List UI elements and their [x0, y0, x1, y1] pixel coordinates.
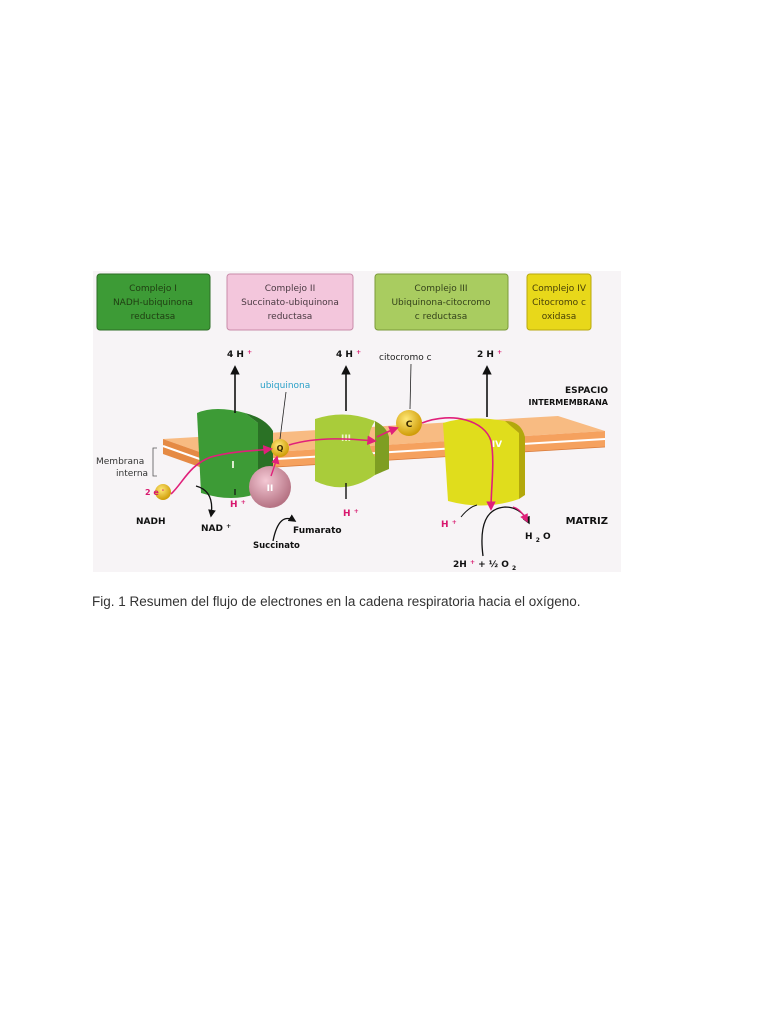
h2-plus: +	[497, 349, 502, 356]
proton-arrows	[230, 365, 492, 499]
box-4-subtitle: Citocromo c	[532, 298, 586, 308]
complex-II-shape: II	[249, 466, 291, 508]
figure-caption: Fig. 1 Resumen del flujo de electrones e…	[92, 594, 581, 609]
box-2-subtitle: Succinato-ubiquinona	[241, 298, 339, 308]
svg-text:H 2 O: H 2 O	[525, 532, 551, 545]
svg-text:H +: H +	[441, 519, 457, 530]
h-matrix-1: H	[230, 500, 238, 510]
h2o-sub: 2	[536, 537, 540, 544]
nad-plus: +	[226, 523, 231, 530]
h2o-h: H	[525, 532, 533, 542]
h4-mid-plus: +	[356, 349, 361, 356]
h2o-o: O	[543, 532, 551, 542]
box-3-subtitle-2: c reductasa	[415, 312, 467, 322]
electron-path-2	[270, 455, 280, 477]
electron-path-1	[170, 445, 273, 495]
succinate-arrow	[272, 514, 297, 542]
complex-boxes: Complejo I NADH-ubiquinona reductasa Com…	[96, 273, 592, 331]
nad-label: NAD	[201, 524, 223, 534]
box-1-subtitle: NADH-ubiquinona	[113, 298, 193, 308]
svg-text:4 H +: 4 H +	[336, 349, 361, 360]
h-matrix-2-plus: +	[354, 508, 359, 515]
citocromo-label: citocromo c	[379, 353, 432, 363]
h-matrix-3-plus: +	[452, 519, 457, 526]
h-matrix-1-plus: +	[241, 499, 246, 506]
box-complex-3	[374, 273, 509, 331]
cytochrome-c: C	[396, 410, 422, 436]
oxygen-eq-half: + ½ O	[478, 559, 509, 570]
ubiquinone-q: Q	[271, 439, 289, 457]
box-complex-4	[526, 273, 592, 331]
electron-path-6	[512, 506, 528, 523]
q-label: Q	[277, 444, 284, 453]
electrons-label: 2 e	[145, 488, 159, 497]
box-2-subtitle-2: reductasa	[268, 312, 313, 322]
svg-text:H +: H +	[230, 499, 246, 510]
electron-path-5	[421, 417, 496, 511]
ubiquinona-pointer	[279, 391, 287, 440]
svg-text:4 H +: 4 H +	[227, 349, 252, 360]
interna-label: interna	[116, 469, 148, 479]
box-4-subtitle-2: oxidasa	[542, 312, 577, 322]
complex-I-label: I	[231, 460, 235, 471]
matriz-label: MATRIZ	[566, 516, 608, 527]
box-1-subtitle-2: reductasa	[131, 312, 176, 322]
h-iv-arrow	[460, 504, 478, 518]
box-4-title: Complejo IV	[532, 284, 587, 294]
membrana-label: Membrana	[96, 457, 144, 467]
oxygen-eq-plus: +	[470, 559, 475, 566]
nadh-arrow	[195, 485, 216, 518]
box-2-title: Complejo II	[265, 284, 315, 294]
oxygen-eq-sub: 2	[512, 565, 516, 572]
h2-label: 2 H	[477, 350, 494, 360]
electron-icon	[155, 484, 171, 500]
espacio-label: ESPACIO	[565, 386, 608, 396]
citocromo-pointer	[409, 363, 412, 410]
c-label: C	[406, 420, 413, 430]
complex-II-label: II	[267, 484, 274, 494]
h-matrix-3: H	[441, 520, 449, 530]
svg-text:2H + + ½ O 2: 2H + + ½ O 2	[453, 557, 516, 572]
membrana-bracket	[152, 447, 157, 477]
oxygen-eq-2h: 2H	[453, 560, 467, 570]
box-3-title: Complejo III	[414, 284, 467, 294]
fumarato-label: Fumarato	[293, 526, 342, 536]
nadh-label: NADH	[136, 517, 166, 527]
h4-mid-label: 4 H	[336, 350, 353, 360]
complex-IV-shape: IV	[443, 418, 525, 506]
svg-text:H +: H +	[343, 508, 359, 519]
intermembrana-label: INTERMEMBRANA	[529, 398, 609, 407]
box-3-subtitle: Ubiquinona-citocromo	[391, 298, 491, 308]
h4-left-plus: +	[247, 349, 252, 356]
proton-labels-top: 4 H + 4 H + 2 H +	[227, 349, 502, 360]
electron-path-3	[288, 435, 377, 446]
box-complex-1	[96, 273, 211, 331]
box-complex-2	[226, 273, 354, 331]
electron-path-4	[376, 426, 399, 438]
svg-text:2 H +: 2 H +	[477, 349, 502, 360]
svg-text:NAD +: NAD +	[201, 523, 231, 534]
complex-IV-label: IV	[492, 440, 502, 450]
svg-text:2 e -: 2 e -	[145, 487, 165, 497]
ubiquinona-label: ubiquinona	[260, 381, 310, 391]
electrons-minus: -	[162, 487, 165, 494]
h4-left-label: 4 H	[227, 350, 244, 360]
succinato-label: Succinato	[253, 541, 300, 551]
box-1-title: Complejo I	[129, 284, 177, 294]
h-matrix-2: H	[343, 509, 351, 519]
respiratory-chain-figure: Complejo I NADH-ubiquinona reductasa Com…	[93, 271, 621, 572]
